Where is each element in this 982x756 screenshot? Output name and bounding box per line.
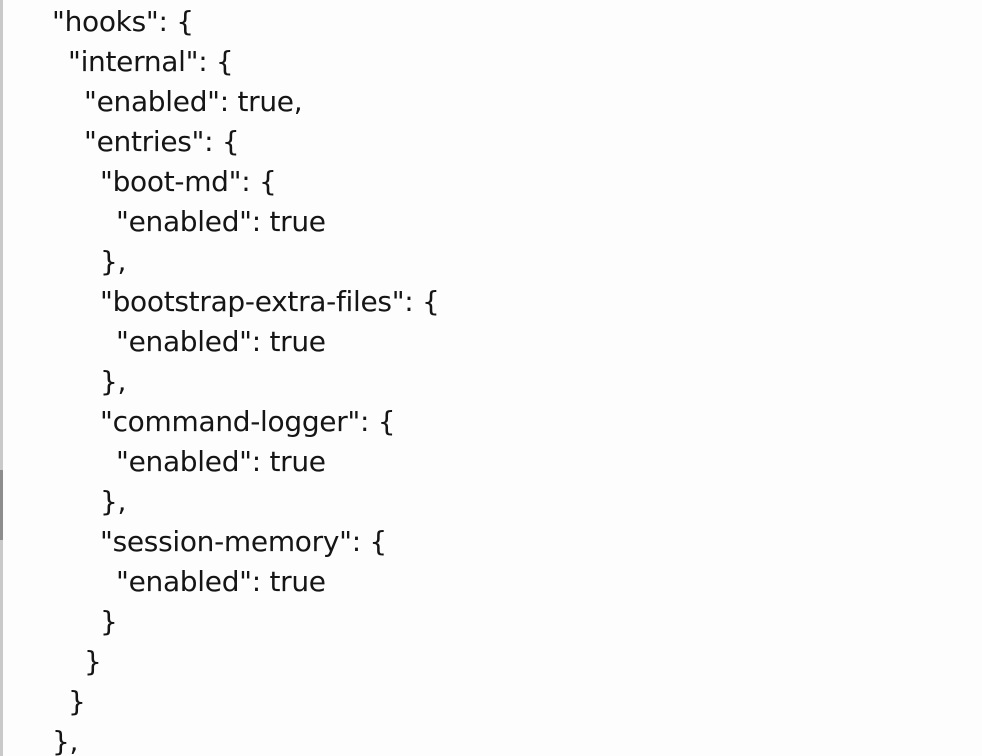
code-line: }, — [100, 245, 127, 278]
code-line: }, — [100, 485, 127, 518]
code-line: "enabled": true — [116, 445, 326, 478]
code-line: "boot-md": { — [100, 165, 277, 198]
code-line: "internal": { — [68, 45, 234, 78]
code-line: "bootstrap-extra-files": { — [100, 285, 440, 318]
code-line: "enabled": true — [116, 565, 326, 598]
code-line: } — [68, 685, 86, 718]
code-line: "hooks": { — [52, 5, 194, 38]
scroll-marker — [0, 470, 3, 540]
code-line: "enabled": true — [116, 325, 326, 358]
code-line: } — [84, 645, 102, 678]
code-line: }, — [100, 365, 127, 398]
code-line: }, — [52, 725, 79, 756]
code-line: "session-memory": { — [100, 525, 387, 558]
code-line: } — [100, 605, 118, 638]
code-line: "enabled": true — [116, 205, 326, 238]
editor-left-border — [0, 0, 3, 756]
code-line: "entries": { — [84, 125, 240, 158]
code-line: "enabled": true, — [84, 85, 303, 118]
code-line: "command-logger": { — [100, 405, 396, 438]
